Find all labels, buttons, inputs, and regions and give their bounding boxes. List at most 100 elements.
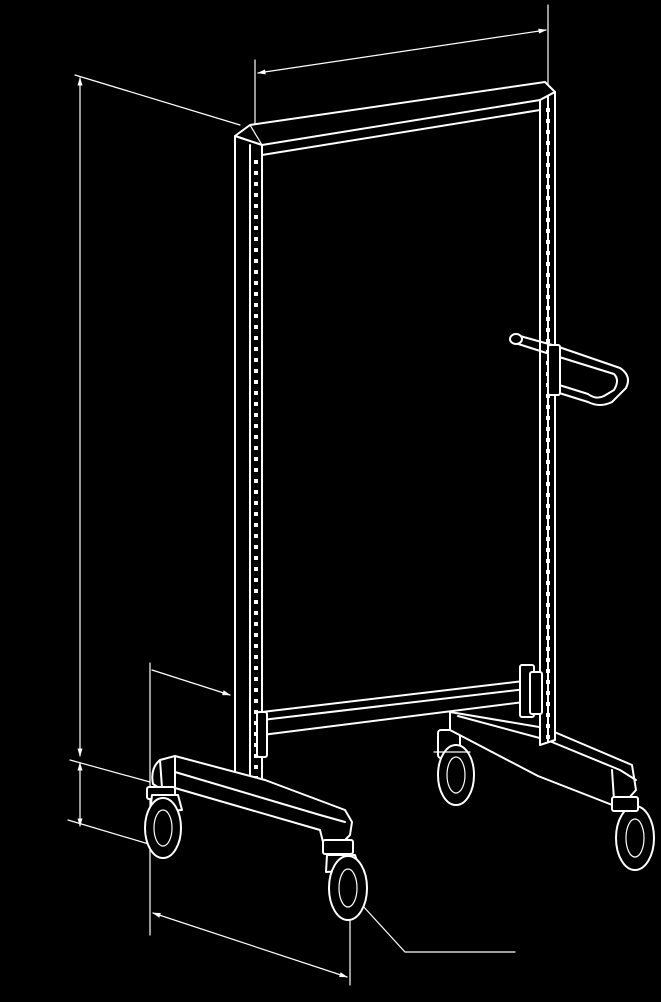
upright-hole	[546, 636, 550, 640]
upright-hole	[546, 669, 550, 673]
depth-dimension-line	[152, 912, 348, 978]
upright-hole	[546, 515, 550, 519]
height-extension-bottom	[69, 759, 151, 783]
upright-hole	[546, 581, 550, 585]
upright-hole	[254, 248, 258, 252]
upright-hole	[546, 196, 550, 200]
upright-hole	[254, 270, 258, 274]
upright-hole	[254, 325, 258, 329]
upright-hole	[254, 567, 258, 571]
left-upright	[234, 135, 263, 789]
upright-hole	[546, 647, 550, 651]
upright-hole	[546, 658, 550, 662]
upright-hole	[546, 229, 550, 233]
upright-hole	[546, 163, 550, 167]
upright-hole	[254, 578, 258, 582]
upright-hole	[546, 141, 550, 145]
upright-hole	[254, 457, 258, 461]
rear-left-caster	[433, 729, 475, 806]
upright-hole	[546, 680, 550, 684]
upright-hole	[254, 435, 258, 439]
upright-hole	[546, 471, 550, 475]
rear-right-caster	[615, 805, 655, 871]
upright-hole	[254, 710, 258, 714]
upright-hole	[546, 152, 550, 156]
upright-hole	[546, 460, 550, 464]
upright-hole	[546, 592, 550, 596]
upright-hole	[254, 171, 258, 175]
upright-hole	[254, 765, 258, 769]
height-extension-top	[74, 74, 241, 126]
upright-hole	[546, 328, 550, 332]
upright-hole	[546, 416, 550, 420]
upright-hole	[254, 369, 258, 373]
upright-hole	[546, 735, 550, 739]
upright-hole	[254, 160, 258, 164]
upright-hole	[254, 468, 258, 472]
rear-base-leg	[449, 711, 639, 812]
upright-hole	[254, 600, 258, 604]
upright-hole	[254, 314, 258, 318]
upright-hole	[254, 182, 258, 186]
push-handle	[509, 333, 629, 406]
upright-hole	[254, 193, 258, 197]
upright-hole	[254, 303, 258, 307]
upright-hole	[546, 108, 550, 112]
upright-hole	[546, 537, 550, 541]
upright-hole	[546, 251, 550, 255]
upright-hole	[546, 218, 550, 222]
upright-hole	[254, 281, 258, 285]
upright-hole	[254, 644, 258, 648]
upright-hole	[254, 754, 258, 758]
front-base-leg	[146, 755, 354, 855]
upright-hole	[546, 526, 550, 530]
upright-hole	[254, 490, 258, 494]
upright-hole	[254, 424, 258, 428]
upright-hole	[254, 512, 258, 516]
upright-hole	[546, 394, 550, 398]
upright-hole	[546, 724, 550, 728]
front-left-caster	[144, 794, 183, 859]
upright-hole	[546, 273, 550, 277]
upright-hole	[546, 405, 550, 409]
upright-hole	[546, 504, 550, 508]
upright-hole	[546, 339, 550, 343]
upright-hole	[546, 295, 550, 299]
upright-hole	[546, 559, 550, 563]
upright-hole	[254, 699, 258, 703]
upright-hole	[546, 548, 550, 552]
upright-hole	[254, 688, 258, 692]
right-upright	[539, 91, 556, 746]
upright-hole	[254, 347, 258, 351]
panel-surface	[262, 100, 540, 715]
upright-hole	[546, 691, 550, 695]
upright-hole	[254, 501, 258, 505]
upright-hole	[254, 611, 258, 615]
upright-hole	[546, 614, 550, 618]
upright-hole	[546, 174, 550, 178]
upright-hole	[546, 119, 550, 123]
bottom-cross-beam	[256, 664, 543, 758]
upright-hole	[546, 284, 550, 288]
upright-hole	[546, 185, 550, 189]
front-right-caster	[325, 854, 368, 921]
upright-hole	[546, 482, 550, 486]
upright-hole	[254, 204, 258, 208]
upright-hole	[254, 336, 258, 340]
upright-hole	[546, 317, 550, 321]
upright-hole	[254, 633, 258, 637]
upright-hole	[546, 427, 550, 431]
upright-hole	[546, 625, 550, 629]
upright-hole	[254, 677, 258, 681]
upright-hole	[254, 534, 258, 538]
upright-hole	[546, 262, 550, 266]
upright-hole	[254, 589, 258, 593]
upright-hole	[254, 479, 258, 483]
upright-hole	[254, 237, 258, 241]
upright-hole	[546, 207, 550, 211]
upright-hole	[546, 306, 550, 310]
upright-hole	[254, 259, 258, 263]
upright-hole	[546, 570, 550, 574]
upright-hole	[254, 622, 258, 626]
